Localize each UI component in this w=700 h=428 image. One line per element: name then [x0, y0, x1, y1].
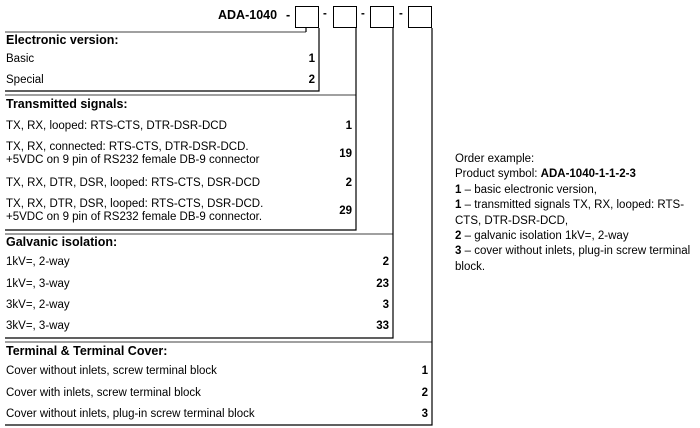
order-example-num: 1 [455, 199, 462, 212]
order-example-num: 2 [455, 230, 462, 243]
separator: - [399, 8, 403, 20]
option-label: 1kV=, 2-way [6, 256, 70, 268]
order-example-symbol: ADA-1040-1-1-2-3 [540, 168, 636, 181]
option-label: Basic [6, 53, 35, 65]
option-label: Cover with inlets, screw terminal block [6, 387, 201, 399]
section-title-galvanic-isolation: Galvanic isolation: [6, 235, 118, 249]
option-code: 1 [308, 53, 315, 65]
order-example-num: 3 [455, 245, 462, 258]
order-example-prefix: Product symbol: [455, 168, 541, 181]
option-label: Cover without inlets, screw terminal blo… [6, 365, 217, 377]
order-example-item: 2 – galvanic isolation 1kV=, 2-way [455, 229, 695, 244]
order-example-title: Order example: [455, 153, 535, 165]
separator: - [323, 8, 327, 20]
option-label: 1kV=, 3-way [6, 278, 70, 290]
option-label: Cover without inlets, plug-in screw term… [6, 408, 255, 420]
option-label: 3kV=, 2-way [6, 299, 70, 311]
option-label: TX, RX, DTR, DSR, looped: RTS-CTS, DSR-D… [6, 198, 264, 210]
order-example-item: 1 – basic electronic version, [455, 183, 695, 198]
option-box-4[interactable] [408, 6, 432, 28]
section-title-electronic-version: Electronic version: [6, 33, 119, 47]
section-title-terminal-cover: Terminal & Terminal Cover: [6, 344, 168, 358]
order-example-text: – cover without inlets, plug-in screw te… [455, 245, 691, 273]
option-code: 23 [376, 278, 389, 290]
separator: - [361, 8, 365, 20]
option-label: 3kV=, 3-way [6, 320, 70, 332]
option-code: 33 [376, 320, 389, 332]
order-example-symbol-line: Product symbol: ADA-1040-1-1-2-3 [455, 167, 695, 182]
option-code: 2 [308, 74, 315, 86]
option-label: TX, RX, looped: RTS-CTS, DTR-DSR-DCD [6, 120, 227, 132]
separator: - [286, 8, 291, 22]
option-code: 2 [421, 387, 428, 399]
option-label: TX, RX, connected: RTS-CTS, DTR-DSR-DCD. [6, 141, 249, 153]
order-example: Order example: Product symbol: ADA-1040-… [455, 152, 695, 275]
option-label-line2: +5VDC on 9 pin of RS232 female DB-9 conn… [6, 211, 263, 223]
option-label: Special [6, 74, 44, 86]
option-code: 3 [382, 299, 389, 311]
order-example-text: – basic electronic version, [461, 183, 597, 196]
option-code: 2 [382, 256, 389, 268]
option-box-2[interactable] [333, 6, 357, 28]
order-example-text: – transmitted signals TX, RX, looped: RT… [455, 199, 685, 227]
order-example-num: 1 [455, 183, 462, 196]
section-title-transmitted-signals: Transmitted signals: [6, 97, 128, 111]
option-box-1[interactable] [295, 6, 319, 28]
option-code: 1 [345, 120, 352, 132]
option-code: 2 [345, 177, 352, 189]
order-example-item: 1 – transmitted signals TX, RX, looped: … [455, 198, 695, 229]
option-code: 19 [339, 148, 352, 160]
order-example-item: 3 – cover without inlets, plug-in screw … [455, 244, 695, 275]
option-code: 29 [339, 205, 352, 217]
order-example-text: – galvanic isolation 1kV=, 2-way [461, 230, 629, 243]
option-code: 3 [421, 408, 428, 420]
option-label-line2: +5VDC on 9 pin of RS232 female DB-9 conn… [6, 154, 260, 166]
option-code: 1 [421, 365, 428, 377]
option-label: TX, RX, DTR, DSR, looped: RTS-CTS, DSR-D… [6, 177, 261, 189]
option-box-3[interactable] [370, 6, 394, 28]
product-symbol: ADA-1040 [218, 8, 278, 22]
